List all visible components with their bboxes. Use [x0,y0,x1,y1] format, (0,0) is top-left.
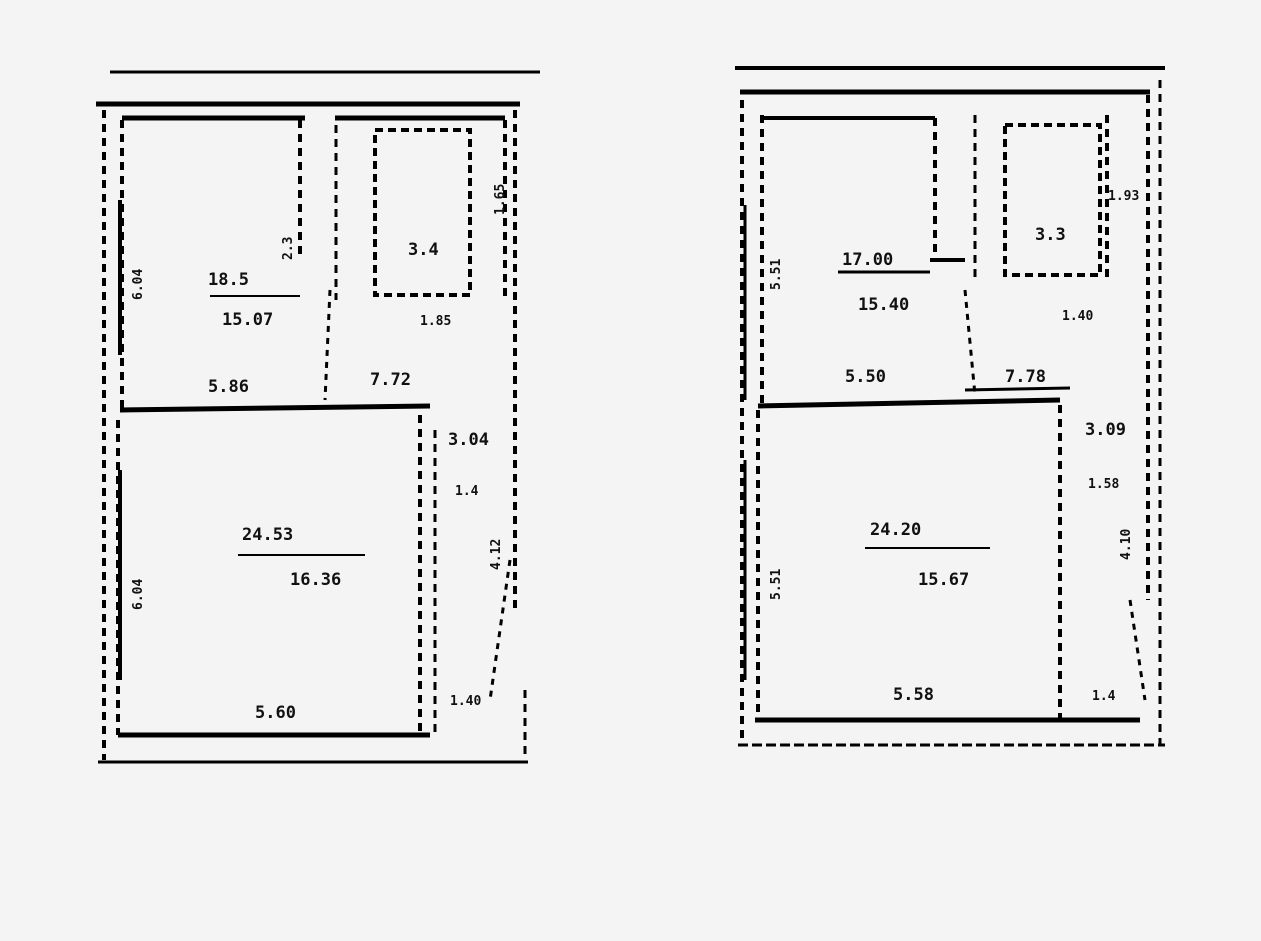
room2-area: 24.53 [242,525,293,545]
door-swing [963,289,977,396]
room1-area: 18.5 [208,270,249,290]
room2-area: 24.20 [870,520,921,540]
room2-sub-area: 15.67 [918,570,969,590]
corridor-area: 3.04 [448,430,489,450]
room2-width: 5.60 [255,703,296,723]
corridor-sub: 1.4 [455,484,479,499]
bath-area: 3.4 [408,240,439,260]
corridor-sub: 1.58 [1088,477,1119,492]
room1-height: 6.04 [131,269,146,300]
bath-dim: 1.93 [1108,189,1139,204]
corridor-bottom: 1.4 [1092,689,1116,704]
mid-wall [757,397,1061,409]
bathroom [373,128,472,297]
hall-area: 7.72 [370,370,411,390]
left-floor-plan: 18.5 15.07 5.86 6.04 3.4 1.65 2.3 7.72 1… [96,70,540,764]
corridor-length: 4.10 [1119,529,1134,560]
hall-sub: 1.40 [1062,309,1093,324]
corridor-bottom: 1.40 [450,694,481,709]
room1-sub-area: 15.07 [222,310,273,330]
hall-wall [964,386,1071,392]
door-swing [1128,599,1147,701]
room2-height: 5.51 [769,569,784,600]
room2-height: 6.04 [131,579,146,610]
bathroom [1003,123,1102,277]
right-floor-plan: 17.00 15.40 5.50 5.51 3.3 1.93 7.78 1.40… [735,66,1165,747]
room2-width: 5.58 [893,685,934,705]
room2-sub-area: 16.36 [290,570,341,590]
hall-sub: 1.85 [420,314,451,329]
room1-width: 5.50 [845,367,886,387]
room1-height: 5.51 [769,259,784,290]
corridor-area: 3.09 [1085,420,1126,440]
corridor-length: 4.12 [489,539,504,570]
door-swing [488,559,512,701]
room1-sub-area: 15.40 [858,295,909,315]
mid-wall [119,403,431,413]
room1-width: 5.86 [208,377,249,397]
bath-side: 2.3 [281,237,296,260]
hall-area: 7.78 [1005,367,1046,387]
bath-dim: 1.65 [493,184,508,215]
bath-area: 3.3 [1035,225,1066,245]
door-swing [323,289,332,401]
room1-area: 17.00 [842,250,893,270]
